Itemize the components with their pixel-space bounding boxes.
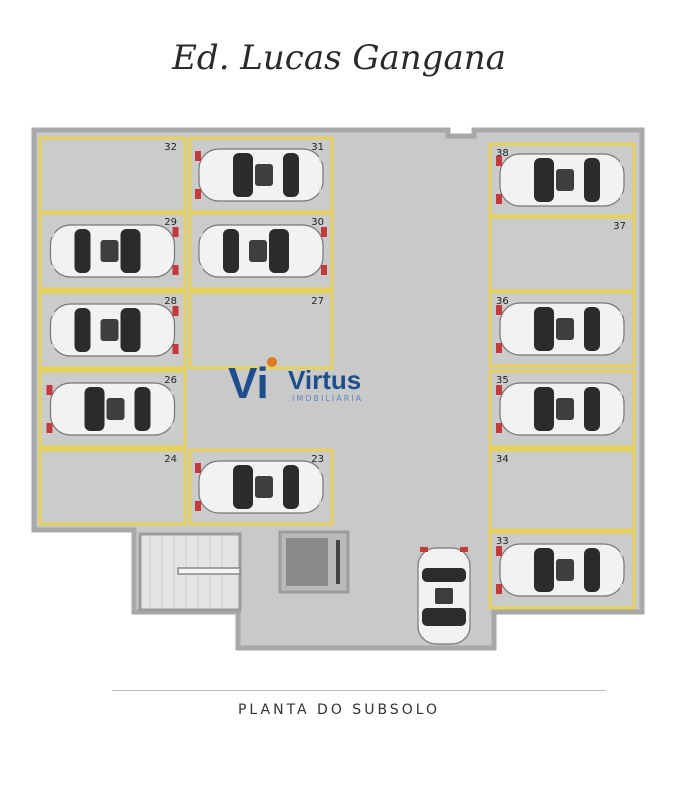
spot-outline (488, 448, 636, 532)
logo-dot (267, 357, 277, 367)
spot-number: 37 (613, 221, 626, 232)
parking-spot-37: 37 (488, 215, 636, 293)
elevator (278, 530, 350, 594)
spot-number: 35 (496, 375, 509, 386)
parking-spot-32: 32 (38, 136, 187, 214)
parked-car (195, 148, 324, 202)
logo-brand: Virtus (288, 365, 361, 395)
parked-car (496, 382, 625, 436)
parked-car (496, 153, 625, 207)
parking-spot-36: 36 (488, 290, 636, 368)
spot-number: 33 (496, 536, 509, 547)
parked-car (46, 382, 176, 436)
parking-spot-31: 31 (188, 136, 334, 214)
parking-spot-26: 26 (38, 369, 187, 449)
parking-spot-30: 30 (188, 211, 334, 291)
parking-spot-27: 27 (188, 290, 334, 370)
stairwell (138, 532, 242, 612)
parked-car (49, 224, 179, 278)
building-title: Ed. Lucas Gangana (172, 38, 506, 78)
logo-tagline: IMOBILIÁRIA (292, 392, 363, 403)
spot-number: 30 (311, 217, 324, 228)
spot-outline (38, 448, 187, 526)
spot-number: 38 (496, 148, 509, 159)
spot-outline (188, 290, 334, 370)
spot-number: 23 (311, 454, 324, 465)
spot-number: 24 (164, 454, 177, 465)
parked-car (496, 543, 625, 597)
divider-line (112, 690, 606, 691)
parking-spot-28: 28 (38, 290, 187, 370)
spot-number: 36 (496, 296, 509, 307)
parked-car (198, 224, 327, 278)
parking-spot-29: 29 (38, 211, 187, 291)
ramp-car (417, 547, 471, 645)
virtus-logo: Vi Virtus IMOBILIÁRIA (228, 357, 363, 408)
parked-car (496, 302, 625, 356)
spot-number: 26 (164, 375, 177, 386)
parking-spot-35: 35 (488, 369, 636, 449)
parking-spot-23: 23 (188, 448, 334, 526)
parked-car (49, 303, 179, 357)
parking-spot-24: 24 (38, 448, 187, 526)
spot-number: 31 (311, 142, 324, 153)
parked-car (195, 460, 324, 514)
spot-number: 29 (164, 217, 177, 228)
spot-outline (38, 136, 187, 214)
spot-number: 32 (164, 142, 177, 153)
parking-spot-34: 34 (488, 448, 636, 532)
parking-spot-33: 33 (488, 530, 636, 610)
parking-spots: 32 31 29 30 28 27 26 24 23 38 37 36 35 34 33 (38, 136, 636, 610)
spot-number: 28 (164, 296, 177, 307)
plan-subtitle: PLANTA DO SUBSOLO (237, 702, 441, 718)
parking-spot-38: 38 (488, 142, 636, 218)
spot-number: 27 (311, 296, 324, 307)
logo-mark: Vi (228, 359, 269, 408)
spot-number: 34 (496, 454, 509, 465)
